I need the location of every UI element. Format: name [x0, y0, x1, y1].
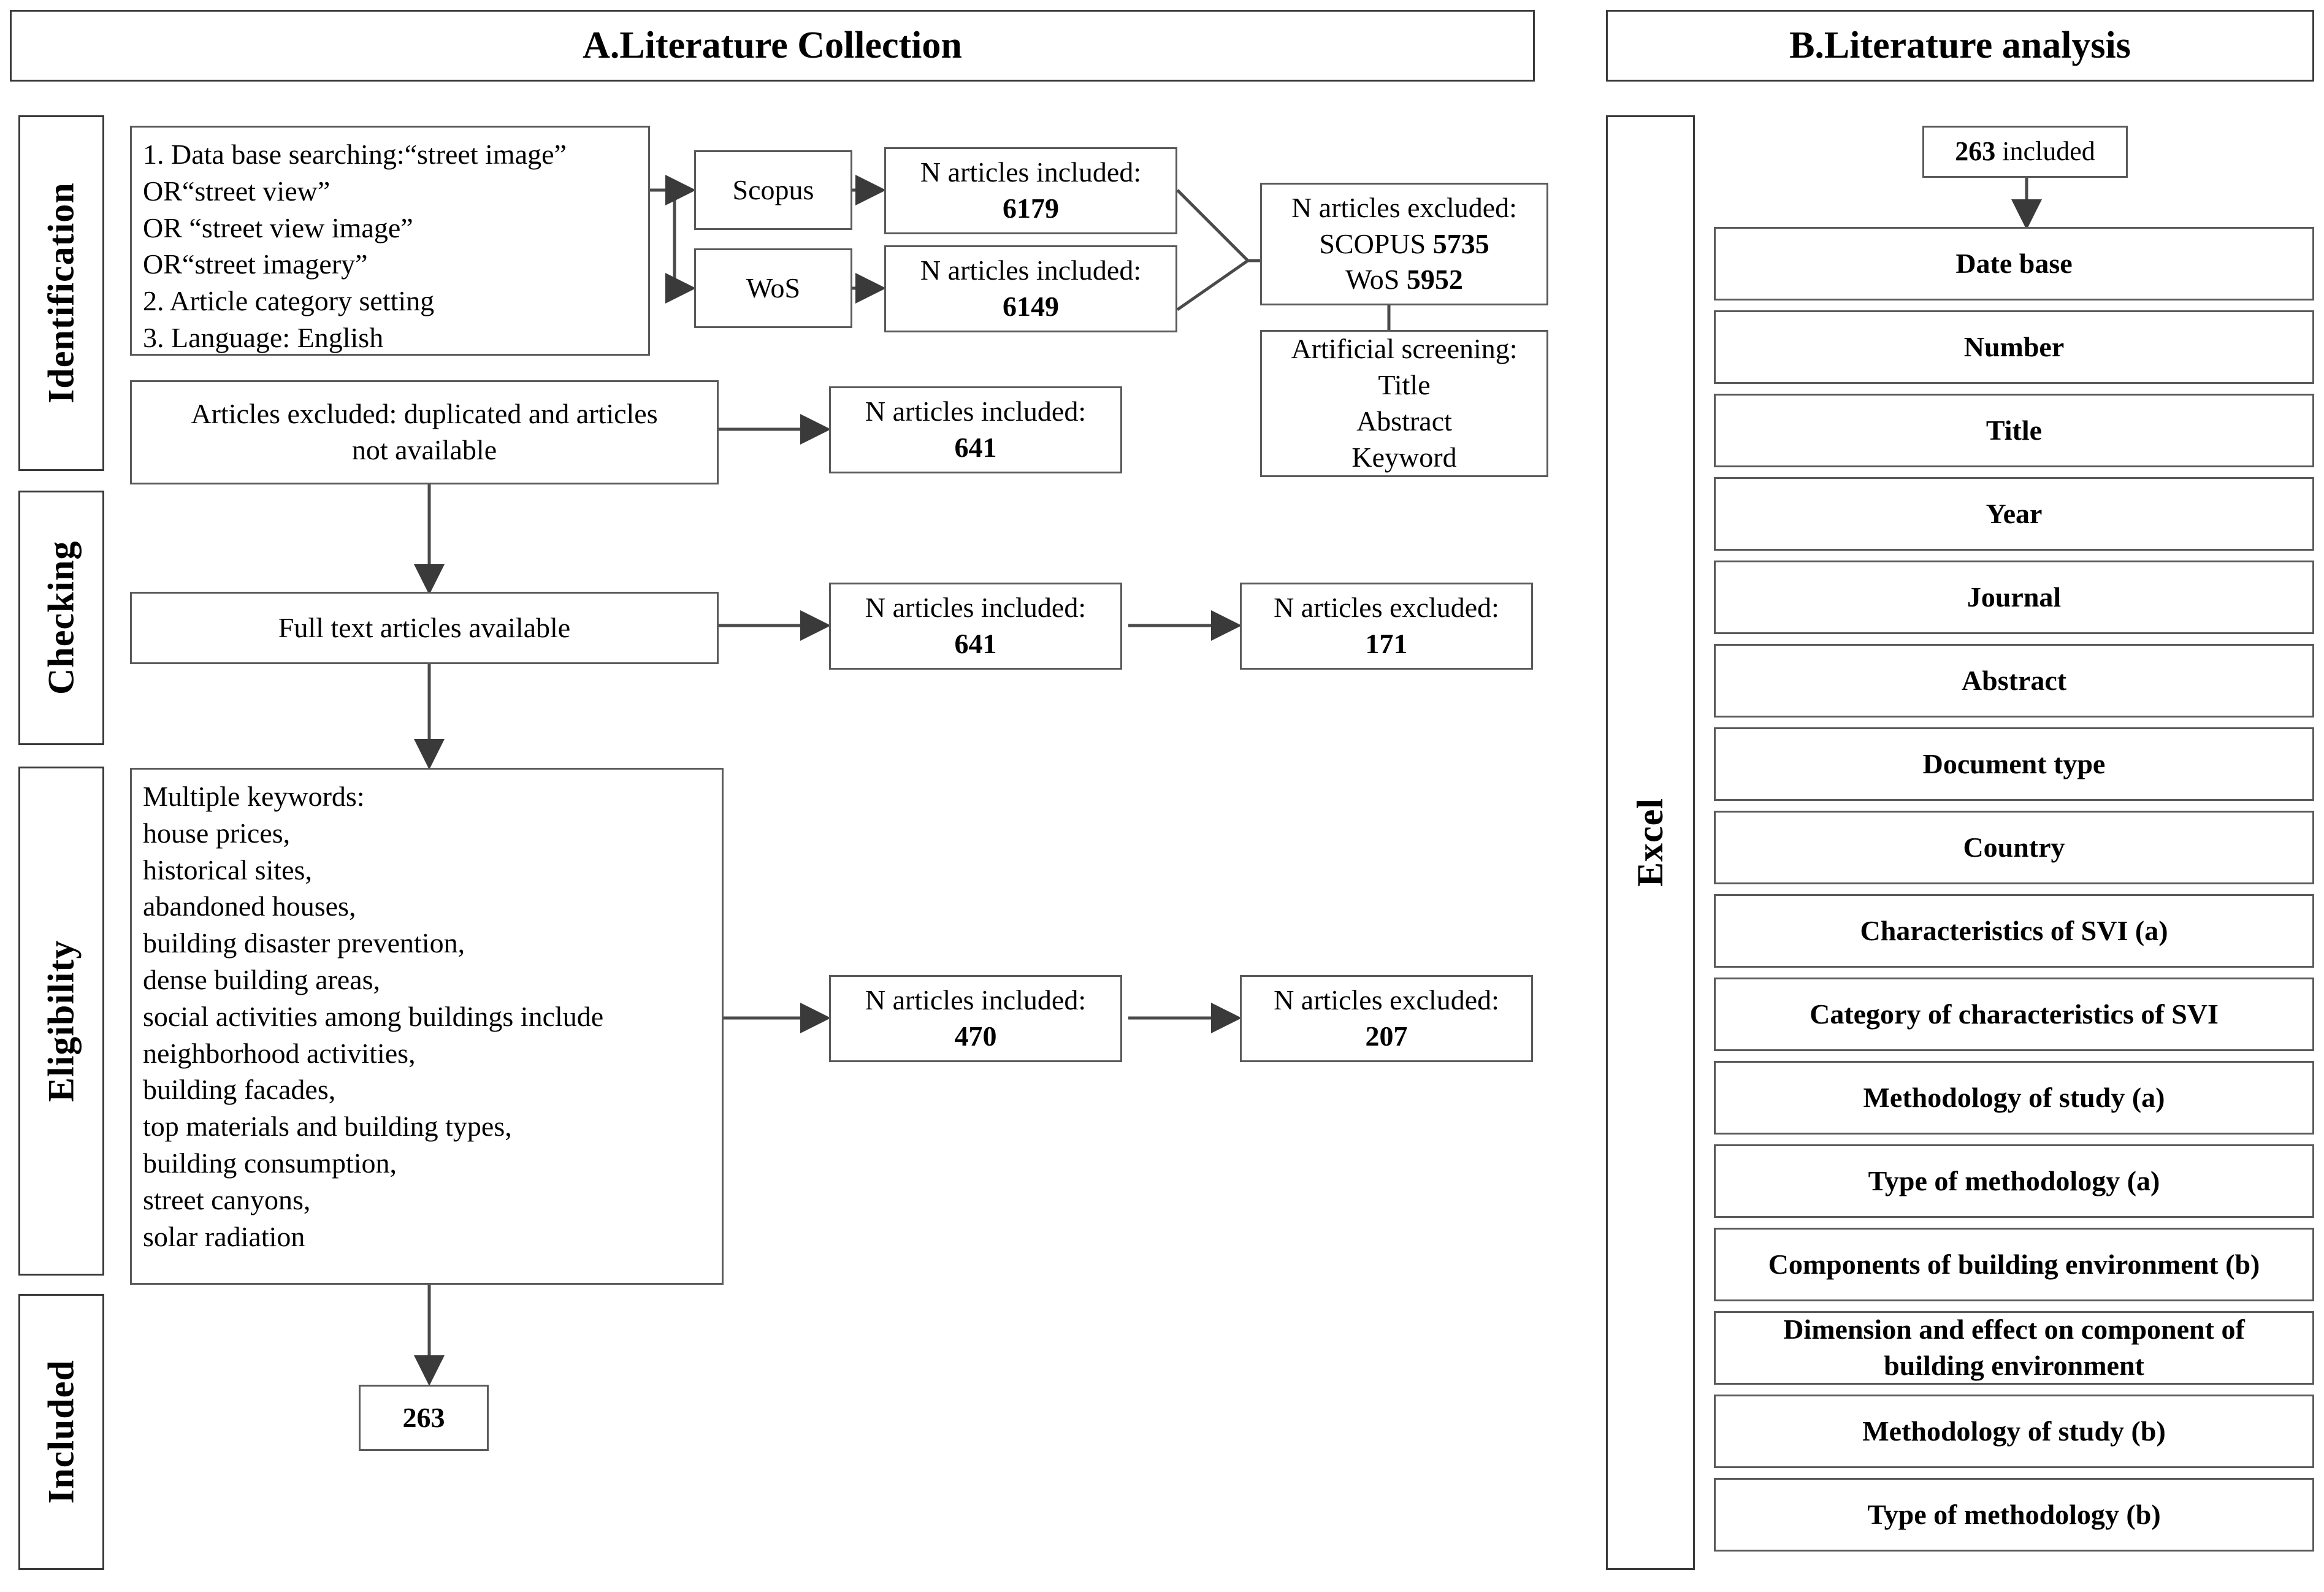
- included-wos-label: N articles included:: [920, 254, 1142, 286]
- included-scopus-box: N articles included: 6179: [884, 147, 1177, 234]
- analysis-field-label: Type of methodology (a): [1868, 1165, 2160, 1196]
- analysis-field-label: Characteristics of SVI (a): [1860, 914, 2168, 946]
- included-scopus-value: 6179: [1003, 193, 1059, 224]
- analysis-field-label: Number: [1963, 331, 2065, 362]
- analysis-field-label: Date base: [1955, 247, 2073, 279]
- stage-included-text: Included: [40, 1360, 82, 1504]
- stage-eligibility-text: Eligibility: [40, 940, 82, 1103]
- final-count-box: 263: [359, 1385, 489, 1451]
- full-text-available-text: Full text articles available: [278, 611, 571, 643]
- analysis-field-row[interactable]: Country: [1714, 811, 2314, 884]
- panel-a-header: A.Literature Collection: [10, 10, 1535, 82]
- full-text-available-box: Full text articles available: [130, 592, 719, 664]
- included-641-b-box: N articles included: 641: [829, 583, 1122, 670]
- excluded-207-value: 207: [1365, 1020, 1408, 1052]
- analysis-field-label: Category of characteristics of SVI: [1810, 998, 2219, 1030]
- analysis-field-label: Year: [1986, 497, 2043, 529]
- articles-excluded-duplicates-text: Articles excluded: duplicated and articl…: [191, 398, 658, 465]
- analysis-field-row[interactable]: Dimension and effect on component of bui…: [1714, 1311, 2314, 1385]
- included-641-b-label: N articles included:: [865, 592, 1087, 624]
- database-box-scopus: Scopus: [694, 150, 852, 230]
- analysis-field-label: Title: [1986, 414, 2043, 446]
- analysis-field-label: Abstract: [1961, 664, 2067, 696]
- analysis-field-row[interactable]: Methodology of study (b): [1714, 1395, 2314, 1468]
- analysis-field-label: Methodology of study (a): [1863, 1081, 2165, 1113]
- included-wos-box: N articles included: 6149: [884, 245, 1177, 332]
- analysis-field-label: Methodology of study (b): [1862, 1415, 2166, 1447]
- excluded-databases-label: N articles excluded:: [1291, 191, 1517, 223]
- analysis-field-label: Dimension and effect on component of bui…: [1783, 1314, 2245, 1381]
- included-scopus-label: N articles included:: [920, 156, 1142, 188]
- included-641-a-value: 641: [954, 432, 997, 463]
- included-470-value: 470: [954, 1020, 997, 1052]
- analysis-field-label: Components of building environment (b): [1768, 1248, 2260, 1280]
- analysis-field-row[interactable]: Abstract: [1714, 644, 2314, 718]
- screening-item-title: Title: [1378, 369, 1431, 401]
- excluded-scopus-value: 5735: [1432, 228, 1489, 259]
- keywords-text: Multiple keywords: house prices, histori…: [143, 781, 604, 1252]
- analysis-field-label: Journal: [1967, 581, 2062, 613]
- excluded-171-value: 171: [1365, 628, 1408, 659]
- screening-item-abstract: Abstract: [1356, 405, 1452, 437]
- stage-label-identification: Identification: [18, 115, 104, 471]
- included-wos-value: 6149: [1003, 291, 1059, 322]
- analysis-field-row[interactable]: Category of characteristics of SVI: [1714, 978, 2314, 1051]
- excluded-wos-name: WoS: [1345, 264, 1400, 296]
- analysis-field-row[interactable]: Components of building environment (b): [1714, 1228, 2314, 1301]
- artificial-screening-box: Artificial screening: Title Abstract Key…: [1260, 330, 1548, 477]
- excluded-171-label: N articles excluded:: [1274, 592, 1499, 624]
- excluded-wos-value: 5952: [1406, 264, 1463, 296]
- analysis-field-row[interactable]: Year: [1714, 477, 2314, 551]
- analysis-field-row[interactable]: Journal: [1714, 561, 2314, 634]
- screening-item-keyword: Keyword: [1351, 441, 1457, 473]
- panel-b-header: B.Literature analysis: [1606, 10, 2314, 82]
- analysis-field-label: Country: [1963, 831, 2065, 863]
- panel-b-title: B.Literature analysis: [1789, 24, 2131, 66]
- database-scopus-label: Scopus: [732, 174, 814, 205]
- excluded-207-box: N articles excluded: 207: [1240, 975, 1533, 1062]
- stage-identification-text: Identification: [40, 182, 82, 404]
- search-strategy-box: 1. Data base searching:“street image” OR…: [130, 126, 650, 356]
- stage-checking-text: Checking: [40, 540, 82, 695]
- excluded-171-box: N articles excluded: 171: [1240, 583, 1533, 670]
- excluded-207-label: N articles excluded:: [1274, 984, 1499, 1016]
- stage-label-eligibility: Eligibility: [18, 767, 104, 1276]
- analysis-field-row[interactable]: Characteristics of SVI (a): [1714, 894, 2314, 968]
- excluded-databases-box: N articles excluded: SCOPUS 5735 WoS 595…: [1260, 183, 1548, 305]
- included-641-a-label: N articles included:: [865, 396, 1087, 427]
- excel-rail-text: Excel: [1630, 798, 1671, 887]
- entry-263-included-box: 263 included: [1922, 126, 2128, 178]
- included-641-a-box: N articles included: 641: [829, 386, 1122, 473]
- excluded-scopus-name: SCOPUS: [1319, 228, 1426, 259]
- included-641-b-value: 641: [954, 628, 997, 659]
- analysis-field-label: Document type: [1922, 748, 2106, 779]
- analysis-field-row[interactable]: Document type: [1714, 727, 2314, 801]
- entry-263-value: 263: [1955, 136, 1996, 167]
- analysis-field-row[interactable]: Type of methodology (a): [1714, 1144, 2314, 1218]
- database-box-wos: WoS: [694, 248, 852, 328]
- analysis-field-label: Type of methodology (b): [1867, 1498, 2161, 1530]
- articles-excluded-duplicates-box: Articles excluded: duplicated and articl…: [130, 380, 719, 484]
- search-strategy-text: 1. Data base searching:“street image” OR…: [143, 139, 567, 353]
- stage-label-checking: Checking: [18, 491, 104, 745]
- database-wos-label: WoS: [746, 272, 801, 304]
- panel-a-title: A.Literature Collection: [583, 24, 962, 66]
- entry-263-suffix: included: [1995, 136, 2095, 167]
- artificial-screening-label: Artificial screening:: [1291, 333, 1518, 365]
- stage-label-included: Included: [18, 1294, 104, 1570]
- analysis-field-row[interactable]: Methodology of study (a): [1714, 1061, 2314, 1135]
- analysis-field-row[interactable]: Number: [1714, 310, 2314, 384]
- keywords-box: Multiple keywords: house prices, histori…: [130, 768, 724, 1285]
- final-count-value: 263: [402, 1401, 445, 1433]
- included-470-box: N articles included: 470: [829, 975, 1122, 1062]
- analysis-field-row[interactable]: Title: [1714, 394, 2314, 467]
- included-470-label: N articles included:: [865, 984, 1087, 1016]
- analysis-field-row[interactable]: Type of methodology (b): [1714, 1478, 2314, 1552]
- excel-rail-label: Excel: [1606, 115, 1695, 1570]
- analysis-field-row[interactable]: Date base: [1714, 227, 2314, 300]
